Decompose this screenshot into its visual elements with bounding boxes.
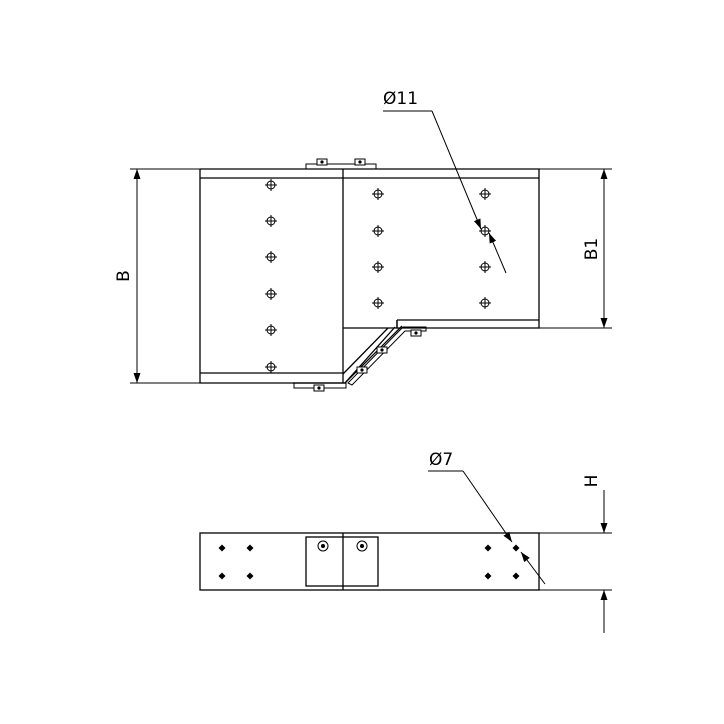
top-view: B B1 Ø11 — [114, 89, 612, 392]
hole-mark — [512, 544, 520, 552]
bolt-hole — [264, 214, 278, 228]
hole-mark — [512, 572, 520, 580]
bolt-hole — [264, 323, 278, 337]
bolt-nut — [313, 384, 325, 392]
dimension-b: B — [114, 168, 200, 384]
hole-diameter-callout-top: Ø11 — [383, 89, 507, 274]
bolt-nut — [410, 329, 422, 337]
hole-mark — [218, 544, 226, 552]
hole-diameter-callout-bottom: Ø7 — [428, 450, 546, 585]
dimension-b-label: B — [114, 270, 134, 282]
bolt-hole — [478, 224, 492, 238]
bolt-hole — [264, 178, 278, 192]
dimension-b1-label: B1 — [582, 238, 602, 260]
dimension-b1: B1 — [539, 168, 612, 329]
bolt-hole — [371, 260, 385, 274]
bolt-ring — [356, 540, 368, 552]
bolt-hole — [264, 287, 278, 301]
hole-mark — [246, 544, 254, 552]
dimension-h: H — [539, 475, 612, 633]
bolt-hole — [478, 296, 492, 310]
hole-mark — [484, 572, 492, 580]
hole-mark — [218, 572, 226, 580]
bolt-nut — [356, 366, 368, 374]
bolt-hole — [478, 260, 492, 274]
bolt-hole — [264, 250, 278, 264]
wide-section-outline — [199, 168, 540, 384]
bolt-nut — [354, 158, 366, 166]
bolt-hole — [371, 187, 385, 201]
top-connector-plate — [305, 163, 377, 170]
transition-edge-inner — [342, 327, 389, 375]
bolt-hole — [371, 296, 385, 310]
step-line — [343, 320, 398, 329]
dimension-h-label: H — [582, 475, 602, 488]
bolt-hole — [478, 187, 492, 201]
bolt-hole — [264, 360, 278, 374]
side-body — [199, 532, 540, 591]
angled-connector-plate — [347, 326, 427, 386]
hole-mark — [484, 544, 492, 552]
hole-diameter-top-label: Ø11 — [383, 89, 418, 109]
hole-diameter-bottom-label: Ø7 — [429, 450, 453, 470]
transition-edge-outer — [293, 325, 403, 384]
bolt-nut — [316, 158, 328, 166]
bolt-hole — [371, 224, 385, 238]
side-connector-plate — [305, 536, 379, 587]
bolt-ring — [317, 540, 329, 552]
side-view: Ø7 H — [199, 450, 612, 633]
bolt-nut — [376, 346, 388, 354]
hole-mark — [246, 572, 254, 580]
